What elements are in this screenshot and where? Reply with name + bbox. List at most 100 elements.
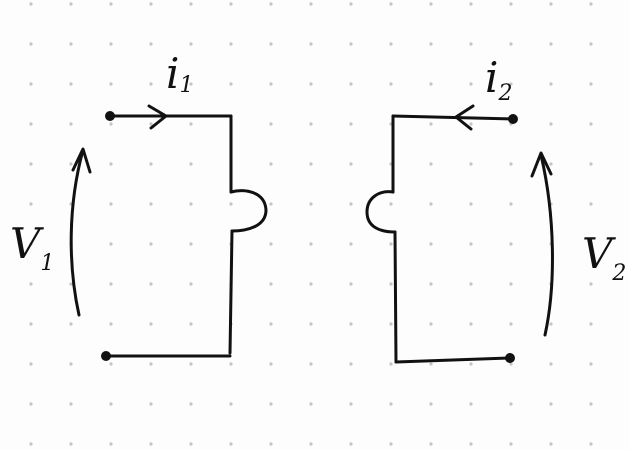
grid-dot xyxy=(589,2,593,6)
grid-dot xyxy=(549,162,553,166)
left-top-terminal xyxy=(105,111,115,121)
grid-dot xyxy=(309,322,313,326)
grid-dot xyxy=(469,402,473,406)
grid-dot xyxy=(309,122,313,126)
grid-dot xyxy=(109,122,113,126)
grid-dot xyxy=(309,82,313,86)
grid-dot xyxy=(189,42,193,46)
grid-dot xyxy=(429,122,433,126)
grid-dot xyxy=(509,402,513,406)
grid-dot xyxy=(349,122,353,126)
grid-dot xyxy=(429,322,433,326)
grid-dot xyxy=(269,362,273,366)
right-port xyxy=(365,104,554,364)
grid-dot xyxy=(189,202,193,206)
grid-dot xyxy=(189,162,193,166)
grid-dot xyxy=(549,442,553,446)
grid-dot xyxy=(389,242,393,246)
grid-dot xyxy=(29,42,33,46)
grid-dot xyxy=(109,42,113,46)
grid-dot xyxy=(509,362,513,366)
right-top-terminal xyxy=(508,114,518,124)
grid-dot xyxy=(549,322,553,326)
grid-dot xyxy=(309,42,313,46)
grid-dot xyxy=(189,2,193,6)
grid-dot xyxy=(349,42,353,46)
grid-dot xyxy=(349,442,353,446)
left-bump-connector xyxy=(229,189,268,233)
grid-dot xyxy=(269,282,273,286)
grid-dot xyxy=(429,362,433,366)
grid-dot xyxy=(589,162,593,166)
voltage-arrow-v2 xyxy=(539,153,554,337)
grid-dot xyxy=(349,242,353,246)
grid-dot xyxy=(69,402,73,406)
grid-dot xyxy=(549,122,553,126)
label-i2: i2 xyxy=(485,53,512,106)
grid-dot xyxy=(389,202,393,206)
grid-dot xyxy=(189,242,193,246)
grid-dot xyxy=(229,2,233,6)
voltage-arrowhead-v2 xyxy=(530,151,553,178)
grid-dot xyxy=(29,362,33,366)
grid-dot xyxy=(149,162,153,166)
grid-dot xyxy=(469,322,473,326)
current-arrow-i2 xyxy=(454,104,475,131)
grid-dot xyxy=(469,242,473,246)
grid-dot xyxy=(309,202,313,206)
grid-dot xyxy=(189,322,193,326)
grid-dot xyxy=(389,322,393,326)
grid-dot xyxy=(149,122,153,126)
grid-dot xyxy=(589,442,593,446)
grid-dot xyxy=(29,82,33,86)
grid-dot xyxy=(109,242,113,246)
grid-dot xyxy=(469,2,473,6)
grid-dot xyxy=(109,442,113,446)
grid-dot xyxy=(269,442,273,446)
grid-dot xyxy=(589,362,593,366)
left-vertical-wire-lower xyxy=(228,229,234,355)
grid-dot xyxy=(309,242,313,246)
grid-dot xyxy=(149,242,153,246)
grid-dot xyxy=(69,2,73,6)
grid-dot xyxy=(349,322,353,326)
grid-dot xyxy=(309,282,313,286)
grid-dot xyxy=(229,402,233,406)
grid-dot xyxy=(149,402,153,406)
grid-dot xyxy=(269,402,273,406)
grid-dot xyxy=(509,282,513,286)
grid-dot xyxy=(29,202,33,206)
label-v1: V1 xyxy=(10,219,54,276)
grid-dot xyxy=(109,282,113,286)
right-bottom-terminal xyxy=(505,353,515,363)
grid-dot xyxy=(589,122,593,126)
grid-dot xyxy=(109,402,113,406)
grid-dot xyxy=(349,162,353,166)
grid-dot xyxy=(149,42,153,46)
grid-dot xyxy=(389,442,393,446)
grid-dot xyxy=(29,402,33,406)
grid-dot xyxy=(309,162,313,166)
grid-dot xyxy=(349,2,353,6)
grid-dot xyxy=(189,282,193,286)
grid-dot xyxy=(109,162,113,166)
grid-dot xyxy=(69,122,73,126)
grid-dot xyxy=(389,42,393,46)
grid-dot xyxy=(589,82,593,86)
grid-dot xyxy=(229,362,233,366)
right-bottom-wire xyxy=(394,356,512,364)
grid-dot xyxy=(349,82,353,86)
grid-dot xyxy=(69,322,73,326)
grid-dot xyxy=(189,442,193,446)
current-arrow-i1 xyxy=(147,104,168,130)
grid-dot xyxy=(69,362,73,366)
grid-dot xyxy=(229,442,233,446)
grid-dot xyxy=(509,242,513,246)
grid-dot xyxy=(69,162,73,166)
grid-dot xyxy=(469,202,473,206)
grid-dot xyxy=(69,82,73,86)
grid-dot xyxy=(549,2,553,6)
grid-dot xyxy=(349,362,353,366)
grid-dot xyxy=(589,42,593,46)
